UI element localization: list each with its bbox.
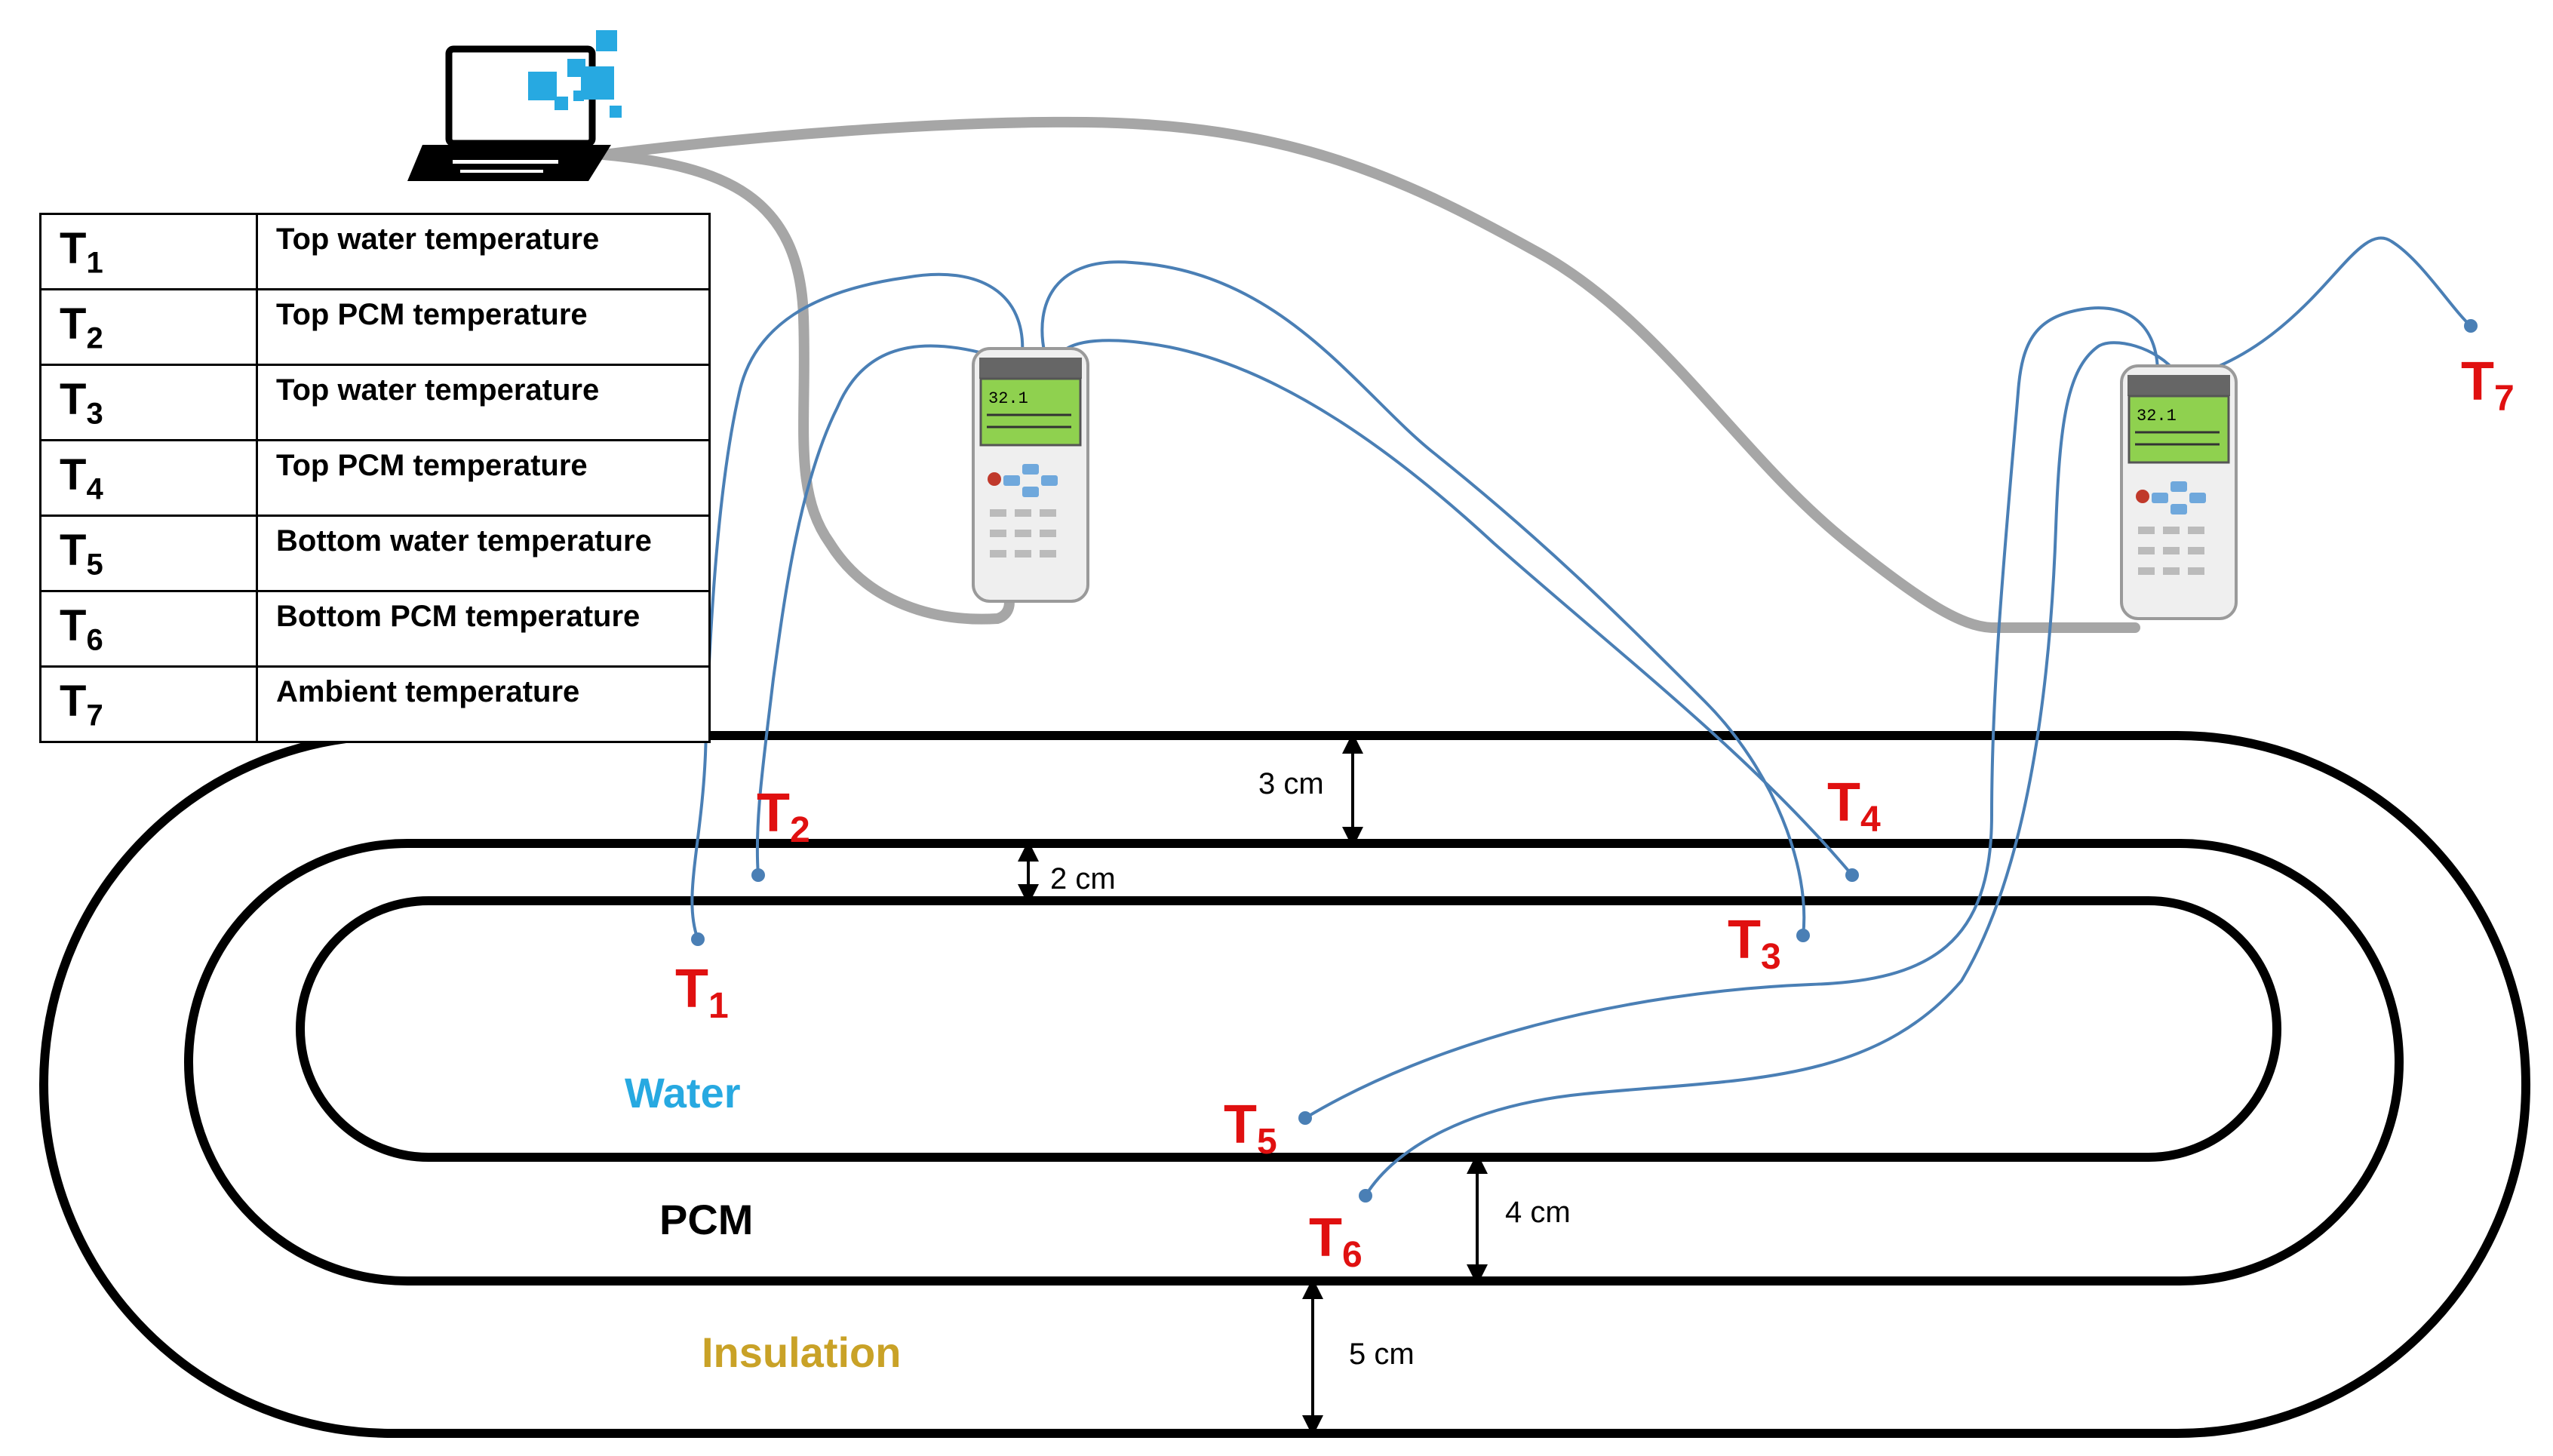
sensor-label-t7: T7: [2461, 352, 2515, 419]
sensor-label-t3: T3: [1728, 910, 1781, 977]
probe-t1: [691, 932, 705, 946]
legend-description: Bottom PCM temperature: [256, 590, 711, 668]
wire-t2: [755, 344, 989, 876]
probe-t5: [1298, 1111, 1312, 1125]
legend-row: T6 Bottom PCM temperature: [39, 590, 711, 668]
sensor-wires: [690, 236, 2472, 1197]
legend-description: Top PCM temperature: [256, 288, 711, 366]
wire-t6: [1364, 341, 2178, 1197]
legend-symbol: T3: [39, 364, 258, 441]
legend-description: Top water temperature: [256, 213, 711, 290]
probe-t6: [1359, 1189, 1372, 1203]
dim-label-insulation-top: 3 cm: [1258, 767, 1324, 800]
sensor-label-t4: T4: [1827, 773, 1881, 840]
legend-row: T4 Top PCM temperature: [39, 439, 711, 517]
legend-description: Ambient temperature: [256, 665, 711, 743]
legend-row: T3 Top water temperature: [39, 364, 711, 441]
legend-row: T5 Bottom water temperature: [39, 515, 711, 592]
sensor-label-t2: T2: [757, 783, 810, 850]
wire-t1: [690, 272, 1025, 940]
sensor-label-t5: T5: [1224, 1095, 1277, 1162]
usb-cable-logger-2: [598, 116, 2140, 633]
data-logger-2: 32.1: [2120, 364, 2238, 620]
legend-row: T7 Ambient temperature: [39, 665, 711, 743]
legend-symbol: T4: [39, 439, 258, 517]
wire-t5: [1304, 306, 2159, 1120]
laptop-icon: [407, 30, 622, 181]
legend-row: T2 Top PCM temperature: [39, 288, 711, 366]
legend-symbol: T7: [39, 665, 258, 743]
region-label-insulation: Insulation: [702, 1329, 901, 1376]
legend-symbol: T2: [39, 288, 258, 366]
pcm-outer-wall: [184, 839, 2404, 1286]
legend-description: Top PCM temperature: [256, 439, 711, 517]
logger-1-reading: 32.1: [988, 389, 1028, 408]
dim-label-pcm-bottom: 4 cm: [1505, 1196, 1571, 1229]
region-label-pcm: PCM: [659, 1196, 753, 1243]
region-label-water: Water: [625, 1069, 741, 1117]
probe-t4: [1845, 868, 1859, 882]
legend-symbol: T5: [39, 515, 258, 592]
water-outer-wall: [296, 896, 2281, 1162]
wire-t4: [1058, 339, 1854, 877]
probe-t2: [751, 868, 765, 882]
sensor-label-t6: T6: [1309, 1208, 1363, 1275]
logger-2-reading: 32.1: [2137, 407, 2177, 425]
wire-t7: [2210, 236, 2472, 371]
legend-symbol: T1: [39, 213, 258, 290]
data-logger-1: 32.1: [972, 347, 1089, 603]
legend-symbol: T6: [39, 590, 258, 668]
legend-description: Bottom water temperature: [256, 515, 711, 592]
sensor-label-t1: T1: [675, 959, 729, 1026]
legend-row: T1 Top water temperature: [39, 213, 711, 290]
probe-t7: [2464, 319, 2478, 333]
dim-label-pcm-top: 2 cm: [1050, 862, 1116, 895]
probe-t3: [1796, 929, 1810, 942]
legend-description: Top water temperature: [256, 364, 711, 441]
sensor-legend-table: T1 Top water temperature T2 Top PCM temp…: [39, 213, 711, 743]
dim-label-insulation-bottom: 5 cm: [1349, 1338, 1415, 1371]
usb-cable-logger-1: [598, 149, 1015, 625]
wire-t3: [1040, 260, 1806, 936]
insulation-outer-wall: [39, 731, 2530, 1438]
